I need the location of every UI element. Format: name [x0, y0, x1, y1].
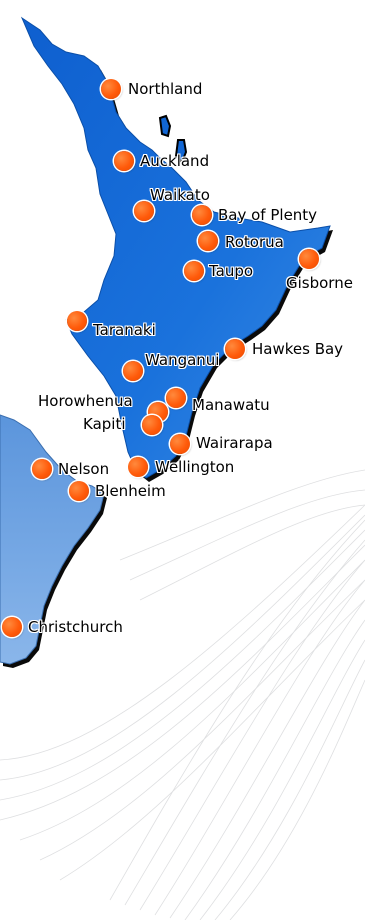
region-label-gisborne[interactable]: Gisborne [286, 274, 353, 292]
region-marker-hawkes-bay[interactable] [225, 339, 245, 359]
background-wave-lines [0, 469, 365, 920]
region-marker-wellington[interactable] [128, 457, 148, 477]
region-marker-gisborne[interactable] [299, 249, 319, 269]
region-marker-blenheim[interactable] [69, 481, 89, 501]
region-label-manawatu[interactable]: Manawatu [192, 396, 270, 414]
region-marker-kapiti[interactable] [142, 415, 162, 435]
region-label-wanganui[interactable]: Wanganui [145, 351, 220, 369]
region-marker-wanganui[interactable] [123, 361, 143, 381]
region-label-bay-of-plenty[interactable]: Bay of Plenty [218, 206, 318, 224]
island-great-barrier [158, 114, 172, 138]
region-label-kapiti[interactable]: Kapiti [83, 415, 126, 433]
region-marker-bay-of-plenty[interactable] [192, 205, 212, 225]
north-island [20, 16, 331, 479]
island-coromandel-tip [174, 139, 188, 164]
region-label-taupo[interactable]: Taupo [209, 262, 254, 280]
region-label-blenheim[interactable]: Blenheim [95, 482, 166, 500]
region-marker-northland[interactable] [101, 79, 121, 99]
region-label-nelson[interactable]: Nelson [58, 460, 110, 478]
region-marker-rotorua[interactable] [198, 231, 218, 251]
region-marker-auckland[interactable] [114, 151, 134, 171]
region-marker-taupo[interactable] [184, 261, 204, 281]
region-marker-manawatu[interactable] [166, 388, 186, 408]
region-label-waikato[interactable]: Waikato [150, 186, 210, 204]
region-label-taranaki[interactable]: Taranaki [93, 321, 156, 339]
region-label-hawkes-bay[interactable]: Hawkes Bay [252, 340, 344, 358]
region-label-northland[interactable]: Northland [128, 80, 203, 98]
region-marker-christchurch[interactable] [2, 617, 22, 637]
region-label-rotorua[interactable]: Rotorua [225, 233, 284, 251]
region-label-wellington[interactable]: Wellington [155, 458, 235, 476]
region-label-christchurch[interactable]: Christchurch [28, 618, 123, 636]
region-marker-taranaki[interactable] [67, 311, 87, 331]
region-marker-wairarapa[interactable] [170, 434, 190, 454]
south-island [0, 414, 105, 665]
region-label-horowhenua[interactable]: Horowhenua [38, 392, 133, 410]
region-marker-waikato[interactable] [134, 201, 154, 221]
region-marker-nelson[interactable] [32, 459, 52, 479]
region-label-auckland[interactable]: Auckland [140, 152, 210, 170]
region-label-wairarapa[interactable]: Wairarapa [196, 434, 273, 452]
